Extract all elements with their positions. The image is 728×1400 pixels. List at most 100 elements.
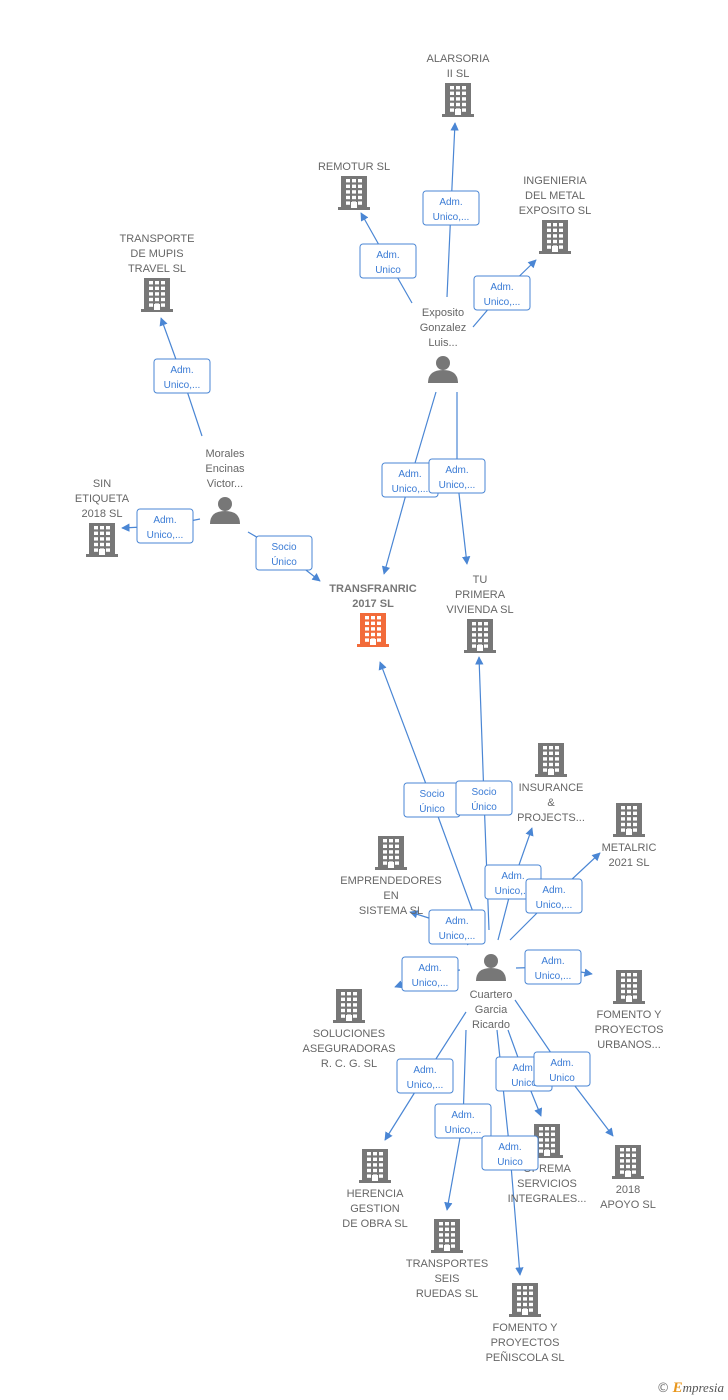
node-label: INSURANCE — [519, 782, 584, 794]
relationship-label-text: Adm. — [498, 1142, 521, 1153]
node-label: ASEGURADORAS — [303, 1043, 396, 1055]
building-icon — [141, 278, 173, 312]
relationship-label[interactable]: Adm.Unico,... — [525, 878, 583, 914]
person-icon — [428, 356, 458, 383]
node-label: DE OBRA SL — [342, 1218, 407, 1230]
relationship-label[interactable]: Adm.Unico — [533, 1051, 591, 1087]
company-node-remotur[interactable]: REMOTUR SL — [318, 161, 390, 210]
relationship-label-text: Adm. — [418, 963, 441, 974]
node-label: 2018 — [616, 1184, 640, 1196]
building-icon — [612, 1145, 644, 1179]
node-label: Gonzalez — [420, 322, 466, 334]
relationship-label-text: Unico,... — [412, 978, 449, 989]
node-label: EXPOSITO SL — [519, 205, 592, 217]
node-label: TU — [473, 574, 488, 586]
person-node-morales[interactable]: MoralesEncinasVictor... — [205, 448, 245, 524]
relationship-label[interactable]: Adm.Unico,... — [422, 190, 480, 226]
company-node-fomento_peniscola[interactable]: FOMENTO Y PROYECTOS PEÑISCOLA SL — [486, 1283, 565, 1364]
node-label: INGENIERIA — [523, 175, 587, 187]
relationship-label-text: Adm. — [153, 515, 176, 526]
relationship-label[interactable]: Adm.Unico — [359, 243, 417, 279]
relationship-label-text: Adm. — [512, 1063, 535, 1074]
relationship-label[interactable]: Adm. Unico,... — [401, 956, 459, 992]
relationship-label[interactable]: Adm. Unico,... — [428, 909, 486, 945]
building-icon — [464, 619, 496, 653]
node-label: FOMENTO Y — [597, 1009, 663, 1021]
relationship-label[interactable]: Adm. Unico,... — [434, 1103, 492, 1139]
relationship-label-text: Socio — [471, 787, 496, 798]
node-label: ALARSORIA — [427, 53, 491, 65]
company-node-herencia[interactable]: HERENCIA GESTION DE OBRA SL — [342, 1149, 408, 1230]
node-label: GESTION — [350, 1203, 400, 1215]
building-icon — [338, 176, 370, 210]
relationship-label-text: Adm. — [445, 465, 468, 476]
relationship-label-text: Adm. — [413, 1065, 436, 1076]
company-node-fomento_urbanos[interactable]: FOMENTO YPROYECTOSURBANOS... — [595, 970, 664, 1051]
relationship-label-text: Socio — [419, 789, 444, 800]
edges-layer — [121, 122, 614, 1276]
node-label: & — [547, 797, 555, 809]
node-label: APOYO SL — [600, 1199, 656, 1211]
building-icon — [333, 989, 365, 1023]
building-icon — [375, 836, 407, 870]
building-icon — [442, 83, 474, 117]
node-label: HERENCIA — [347, 1188, 405, 1200]
relationship-label[interactable]: Adm.Unico,... — [473, 275, 531, 311]
relationship-label[interactable]: Adm.Unico,... — [396, 1058, 454, 1094]
relationship-label[interactable]: Adm.Unico,... — [153, 358, 211, 394]
node-label: Victor... — [207, 478, 243, 490]
relationship-label[interactable]: Adm.Unico — [481, 1135, 539, 1171]
relationship-label-text: Adm. — [439, 197, 462, 208]
node-label: PROYECTOS — [491, 1337, 560, 1349]
node-label: VIVIENDA SL — [446, 604, 513, 616]
person-node-exposito[interactable]: ExpositoGonzalezLuis... — [420, 307, 466, 383]
relationship-label-text: Adm. — [376, 250, 399, 261]
node-label: Cuartero — [470, 989, 513, 1001]
relationship-label-text: Unico,... — [445, 1125, 482, 1136]
node-label: TRANSPORTE — [120, 233, 195, 245]
relationship-label-text: Unico,... — [536, 900, 573, 911]
node-label: PEÑISCOLA SL — [486, 1351, 565, 1364]
company-node-insurance[interactable]: INSURANCE&PROJECTS... — [517, 743, 585, 824]
relationship-label-text: Adm. — [501, 871, 524, 882]
node-label: FOMENTO Y — [493, 1322, 559, 1334]
relationship-label[interactable]: Adm. Unico,... — [524, 949, 582, 985]
brand-logo-initial: E — [672, 1379, 683, 1396]
relationship-label[interactable]: Adm.Unico,... — [428, 458, 486, 494]
node-label: INTEGRALES... — [508, 1193, 587, 1205]
node-label: EN — [383, 890, 398, 902]
edge-labels-layer: Adm.Unico,...Adm.UnicoAdm.Unico,...Adm.U… — [136, 190, 591, 1171]
relationship-label-text: Adm. — [445, 916, 468, 927]
node-label: Luis... — [428, 337, 457, 349]
building-icon — [539, 220, 571, 254]
node-label: SISTEMA SL — [359, 905, 423, 917]
relationship-label[interactable]: Adm.Unico,... — [136, 508, 194, 544]
relationship-label[interactable]: Adm.Unico,... — [381, 462, 439, 498]
node-label: TRANSPORTES — [406, 1258, 488, 1270]
relationship-label-text: Unico,... — [439, 931, 476, 942]
relationship-label-text: Único — [419, 802, 445, 815]
relationship-label-text: Adm. — [451, 1110, 474, 1121]
relationship-label-text: Adm. — [541, 956, 564, 967]
node-label: R. C. G. SL — [321, 1058, 377, 1070]
relationship-label-text: Unico,... — [535, 971, 572, 982]
relationship-label-text: Unico — [549, 1073, 575, 1084]
building-icon — [431, 1219, 463, 1253]
